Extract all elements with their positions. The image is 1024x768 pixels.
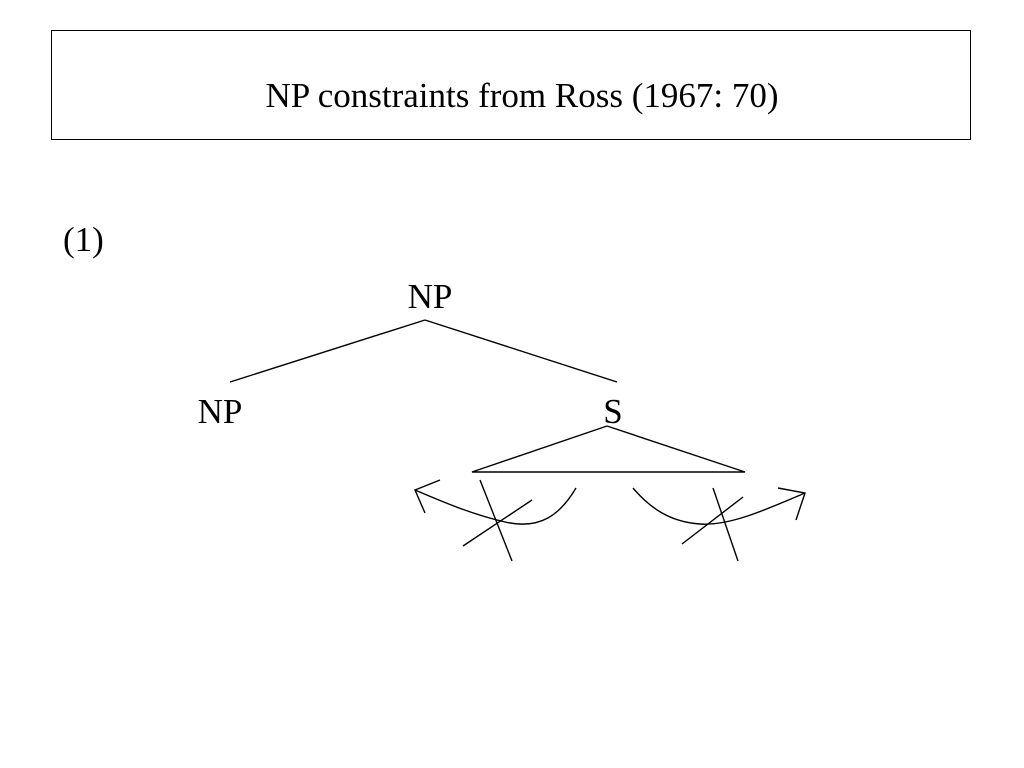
left-np-node-label: NP (198, 392, 243, 431)
root-node-label: NP (408, 277, 453, 316)
left-arrow-curve (414, 487, 577, 525)
branch-root-to-np (229, 319, 426, 383)
right-cross-stroke-1 (712, 487, 739, 562)
slide-title: NP constraints from Ross (1967: 70) (265, 76, 779, 115)
right-arrow-head (777, 487, 806, 521)
example-number: (1) (63, 220, 104, 259)
title-box (51, 30, 971, 140)
s-triangle (471, 425, 746, 473)
s-node-label: S (603, 392, 622, 431)
left-blocked-arrow (414, 479, 577, 562)
right-cross-stroke-2 (681, 496, 744, 545)
left-cross-stroke-2 (462, 499, 533, 547)
branch-root-to-s (424, 319, 618, 383)
right-blocked-arrow (632, 487, 806, 562)
left-cross-stroke-1 (479, 479, 513, 562)
left-arrow-head (414, 479, 441, 514)
right-arrow-curve (632, 487, 806, 525)
